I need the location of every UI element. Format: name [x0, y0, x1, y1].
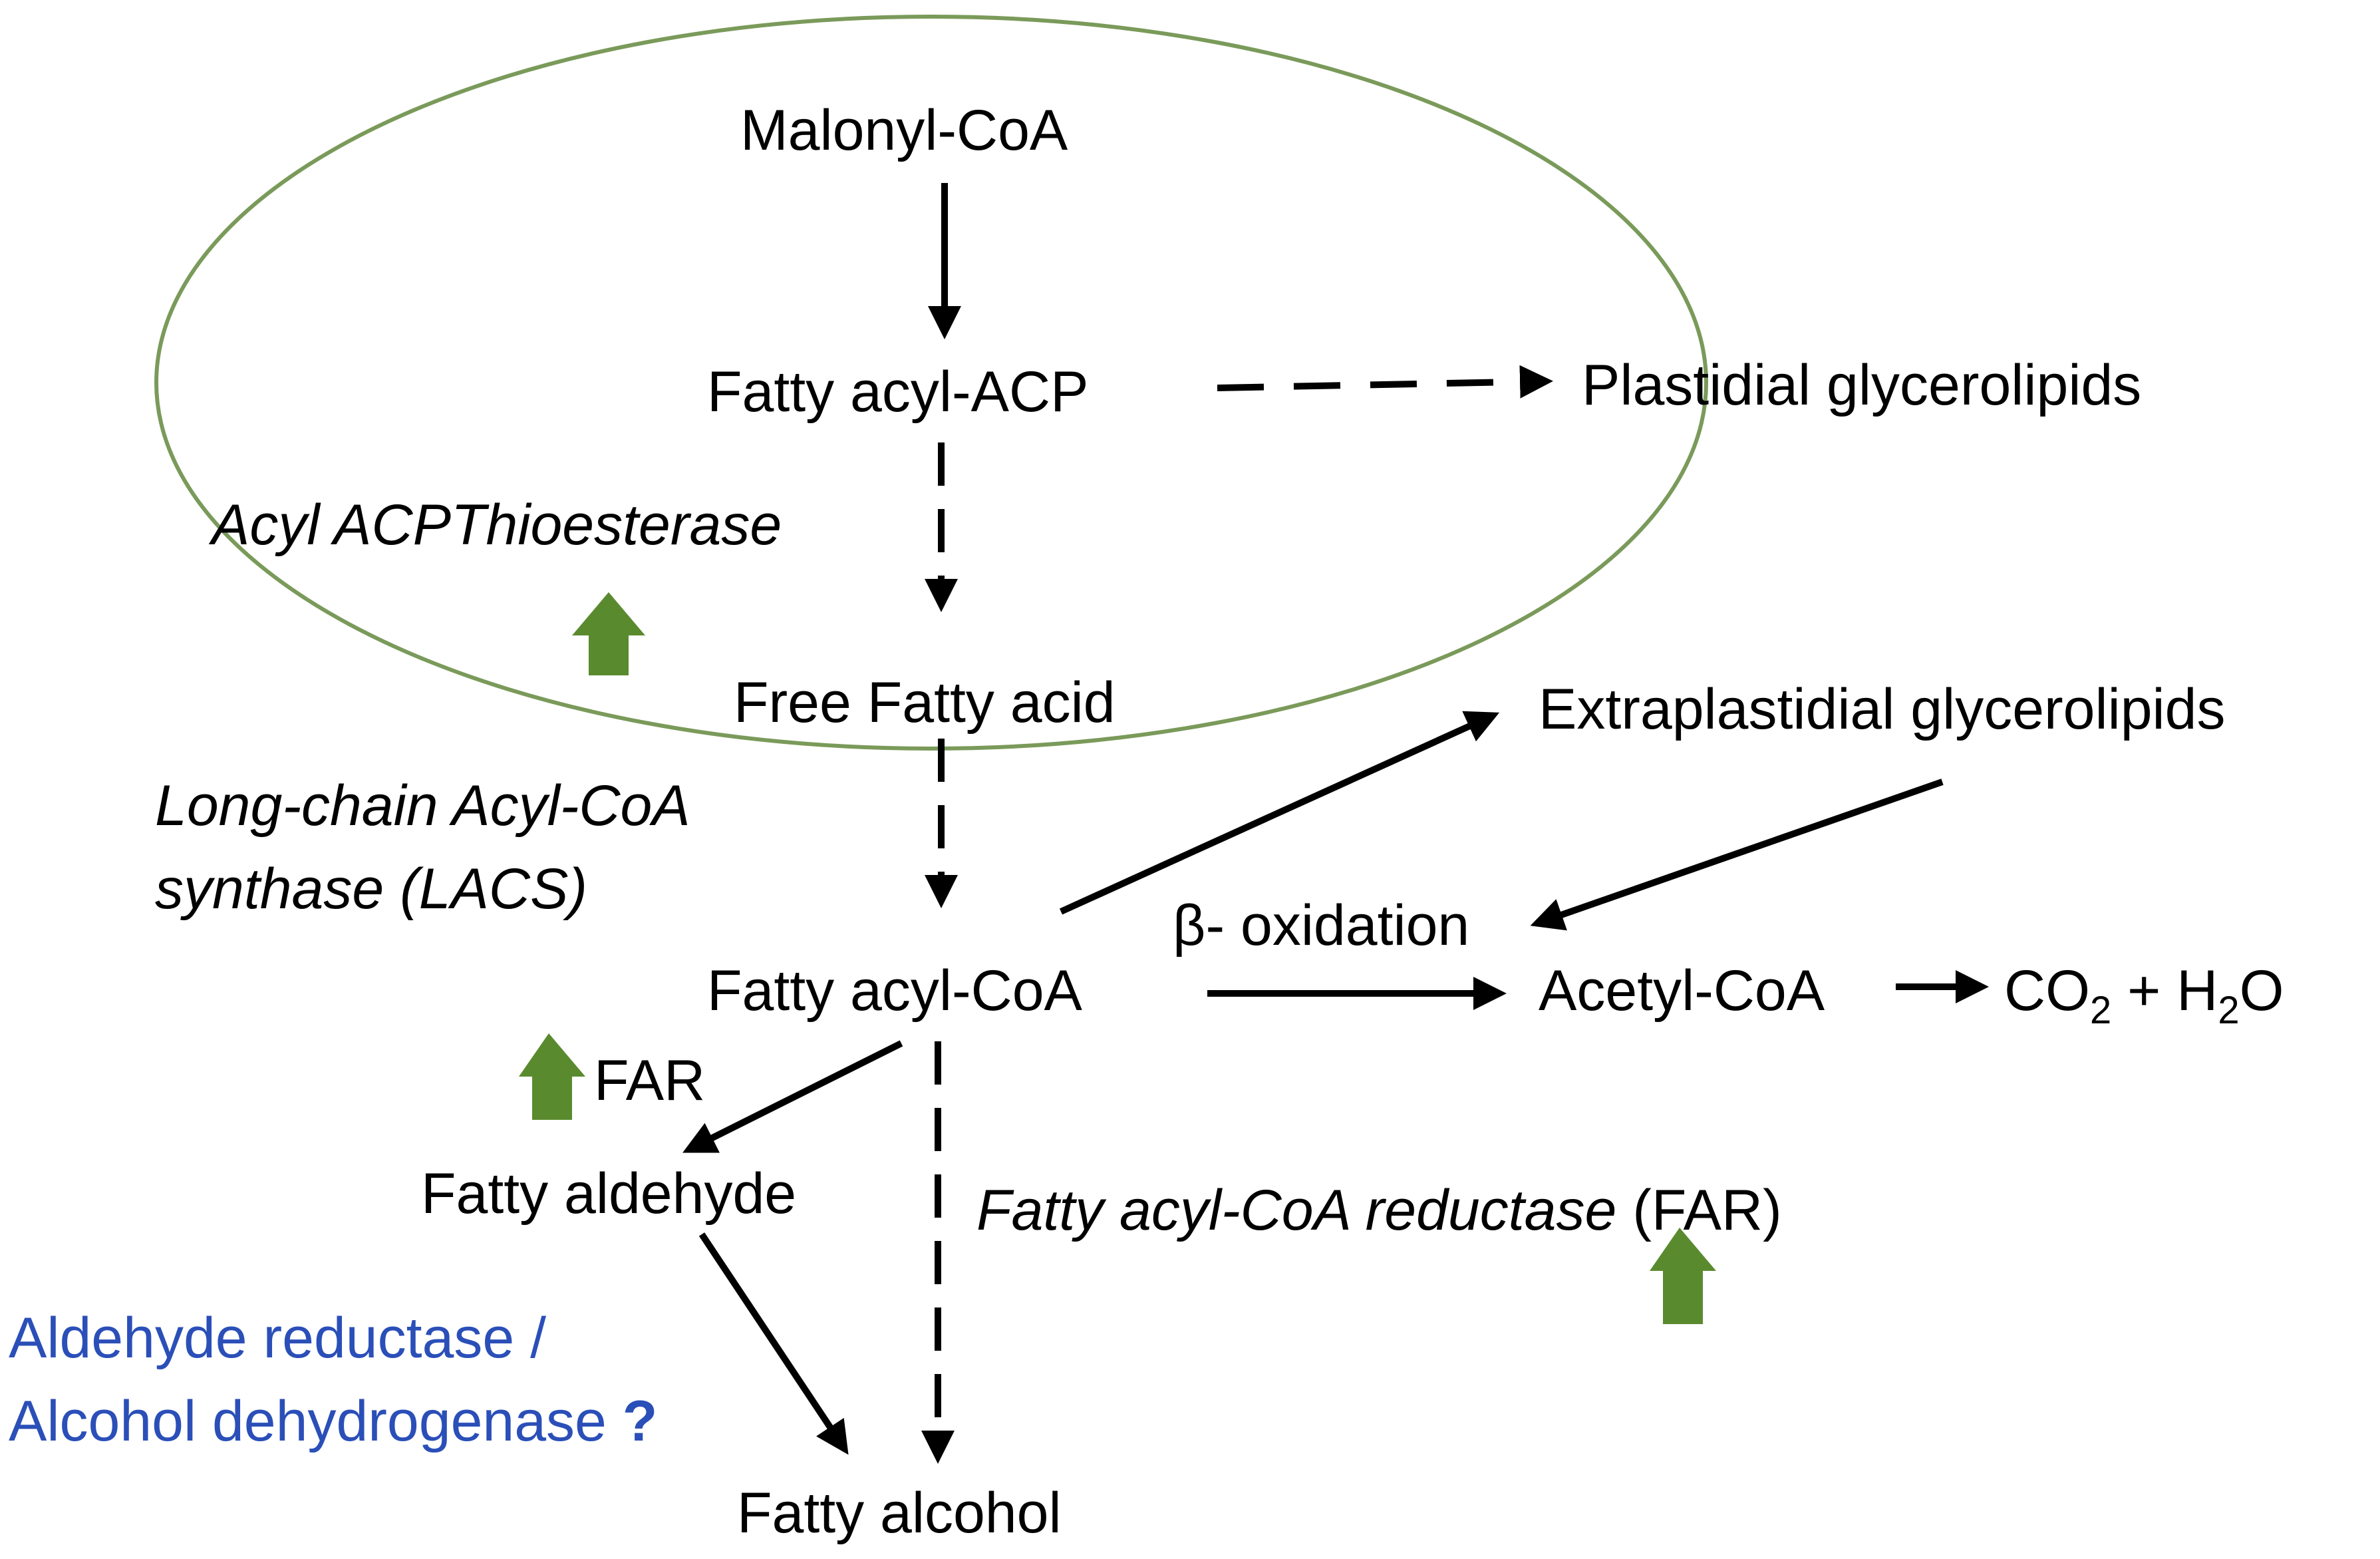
- plus-h2o-text: + H: [2111, 959, 2218, 1023]
- far-long-italic: Fatty acyl-CoA reductase: [976, 1178, 1616, 1242]
- node-co2-h2o: CO2 + H2O: [2004, 959, 2284, 1032]
- unknown-question-mark: ?: [607, 1389, 657, 1453]
- enzyme-lacs-line1: Long-chain Acyl-CoA: [155, 774, 690, 838]
- h2o-suffix-text: O: [2240, 959, 2284, 1023]
- node-free-fatty-acid: Free Fatty acid: [734, 671, 1116, 735]
- enzyme-acyl-acp-thioesterase: Acyl ACPThioesterase: [208, 493, 782, 557]
- alcohol-dehydrogenase-text: Alcohol dehydrogenase: [9, 1389, 607, 1453]
- node-fatty-alcohol: Fatty alcohol: [737, 1481, 1062, 1545]
- node-extraplastidial-glycerolipids: Extraplastidial glycerolipids: [1539, 677, 2225, 741]
- co2-text: CO: [2004, 959, 2090, 1023]
- up-arrow-icon: [519, 1033, 585, 1120]
- node-fatty-acyl-coa: Fatty acyl-CoA: [707, 959, 1083, 1023]
- node-malonyl-coa: Malonyl-CoA: [740, 98, 1068, 162]
- arrow-aldehyde-to-alcohol: [698, 1232, 849, 1455]
- arrow-extraplastidial-to-betaox: [1530, 779, 1944, 931]
- node-plastidial-glycerolipids: Plastidial glycerolipids: [1582, 353, 2141, 417]
- label-beta-oxidation: β- oxidation: [1173, 894, 1469, 957]
- enzyme-far-short: FAR: [594, 1049, 705, 1113]
- node-fatty-acyl-acp: Fatty acyl-ACP: [707, 360, 1088, 424]
- node-acetyl-coa: Acetyl-CoA: [1539, 959, 1825, 1023]
- up-arrow-icon: [1650, 1228, 1716, 1324]
- arrow-acylcoa-to-extraplastidial: [1059, 711, 1500, 915]
- up-arrow-icon: [572, 592, 645, 675]
- co2-subscript: 2: [2090, 989, 2111, 1032]
- arrow-acylcoa-to-aldehyde: [682, 1040, 903, 1153]
- enzyme-lacs-line2: synthase (LACS): [155, 857, 587, 921]
- enzyme-aldehyde-reductase: Aldehyde reductase /: [9, 1306, 546, 1370]
- enzyme-alcohol-dehydrogenase: Alcohol dehydrogenase ?: [9, 1389, 657, 1453]
- node-fatty-aldehyde: Fatty aldehyde: [421, 1162, 796, 1226]
- plastid-outline: [154, 15, 1708, 751]
- arrow-acp-to-plastidial: [1217, 365, 1553, 399]
- h2o-subscript: 2: [2218, 989, 2239, 1032]
- enzyme-far-long: Fatty acyl-CoA reductase (FAR): [976, 1178, 1782, 1242]
- far-long-abbrev: (FAR): [1616, 1178, 1781, 1242]
